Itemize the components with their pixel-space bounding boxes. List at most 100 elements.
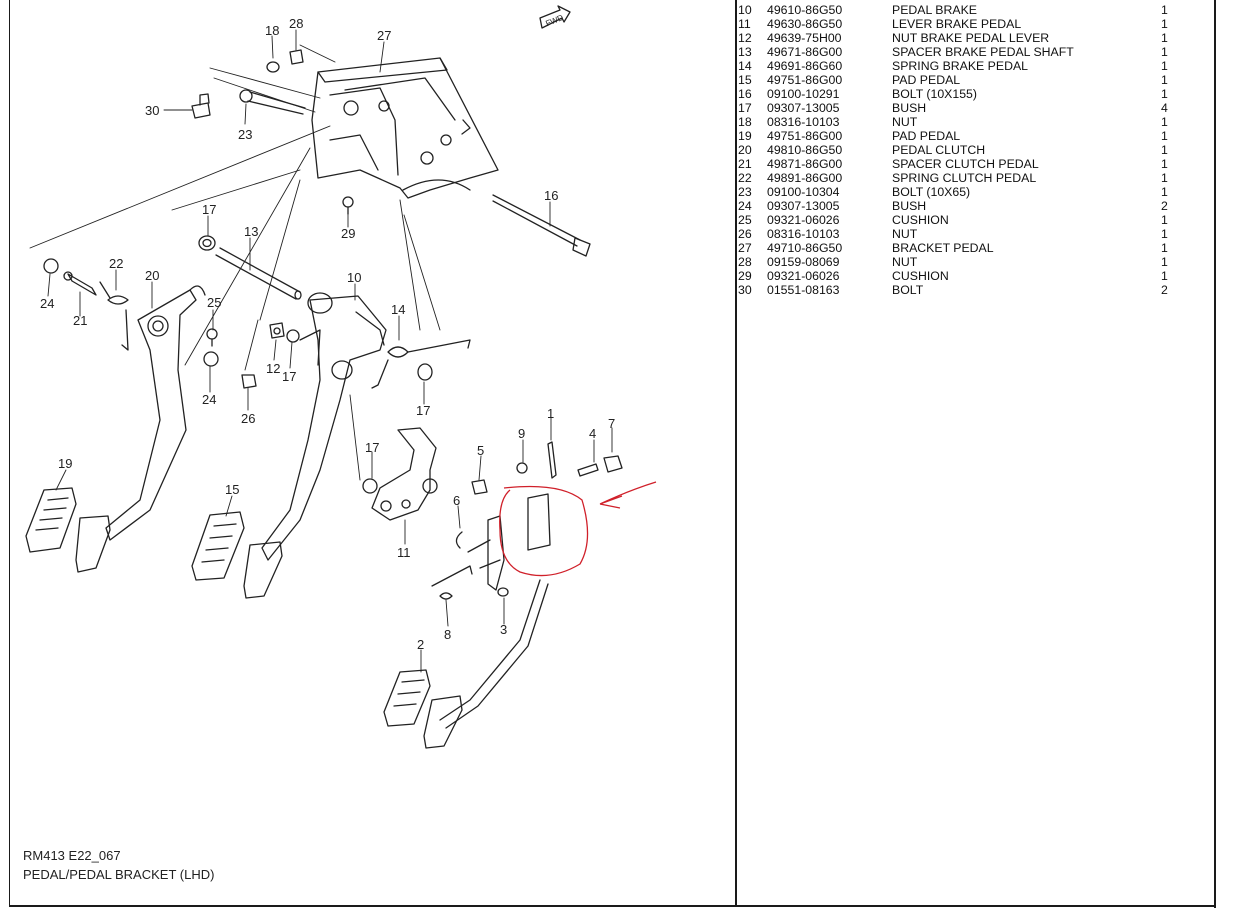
part-number-ref: 14 [738,59,752,73]
part-code: 01551-08163 [767,283,840,297]
diagram-title: PEDAL/PEDAL BRACKET (LHD) [23,867,215,882]
part-number-ref: 17 [738,101,752,115]
label-leader-lines [47,29,613,673]
part-5-nut [471,479,488,495]
part-code: 49891-86G00 [767,171,843,185]
diagram-label: 19 [58,456,72,471]
part-description: BOLT (10X65) [892,185,971,199]
part-code: 08316-10103 [767,115,840,129]
nut-12-part [269,322,285,339]
part-number-ref: 27 [738,241,752,255]
diagram-label: 3 [500,622,507,637]
part-description: NUT [892,115,918,129]
part-description: SPRING CLUTCH PEDAL [892,171,1037,185]
part-description: BUSH [892,101,927,115]
part-description: LEVER BRAKE PEDAL [892,17,1022,31]
column-divider [735,0,737,906]
diagram-labels: 18 28 27 30 23 16 17 29 13 22 20 10 14 2… [40,16,615,652]
part-description: SPRING BRAKE PEDAL [892,59,1028,73]
clutch-pedal-part [105,285,206,541]
bolt-23-part [239,89,306,115]
part-number-ref: 16 [738,87,752,101]
part-quantity: 1 [1161,157,1168,171]
part-description: NUT [892,255,918,269]
part-number-ref: 11 [738,17,751,31]
annotation-arrow-icon [599,481,657,509]
part-quantity: 1 [1161,115,1168,129]
diagram-label: 13 [244,224,258,239]
part-code: 49710-86G50 [767,241,843,255]
diagram-label: 20 [145,268,159,283]
left-border [9,0,10,906]
part-number-ref: 25 [738,213,752,227]
diagram-label: 10 [347,270,361,285]
part-quantity: 2 [1161,199,1168,213]
spring-22-part [99,281,129,351]
bottom-border [9,905,1216,907]
brake-pedal-part [261,292,387,561]
part-code: 09100-10291 [767,87,840,101]
part-number-ref: 12 [738,31,752,45]
diagram-code: RM413 E22_067 [23,848,121,863]
part-quantity: 1 [1161,241,1168,255]
part-description: PEDAL BRAKE [892,3,977,17]
part-quantity: 1 [1161,87,1168,101]
part-number-ref: 23 [738,185,752,199]
part-quantity: 1 [1161,3,1168,17]
brake-lever-part [371,427,438,521]
part-7-cushion [603,455,623,473]
part-quantity: 4 [1161,101,1168,115]
part-number-ref: 24 [738,199,752,213]
nut-28-part [289,49,304,65]
part-description: BRACKET PEDAL [892,241,994,255]
bracket-pedal-part [311,57,499,199]
part-code: 09321-06026 [767,269,840,283]
part-description: BOLT (10X155) [892,87,977,101]
part-quantity: 1 [1161,59,1168,73]
part-description: CUSHION [892,213,949,227]
spring-8-part [431,565,473,600]
diagram-label: 17 [416,403,430,418]
diagram-label: 17 [282,369,296,384]
nut-26-part [241,374,257,389]
diagram-label: 4 [589,426,596,441]
part-number-ref: 19 [738,129,752,143]
part-quantity: 1 [1161,45,1168,59]
part-description: SPACER BRAKE PEDAL SHAFT [892,45,1074,59]
part-quantity: 1 [1161,185,1168,199]
part-code: 09321-06026 [767,213,840,227]
part-number-ref: 26 [738,227,752,241]
diagram-label: 21 [73,313,87,328]
bush-17d-part [362,478,378,494]
diagram-label: 24 [202,392,216,407]
diagram-label: 27 [377,28,391,43]
part-quantity: 1 [1161,31,1168,45]
diagram-label: 14 [391,302,405,317]
part-description: SPACER CLUTCH PEDAL [892,157,1039,171]
spring-14-part [371,339,471,389]
part-code: 49691-86G60 [767,59,843,73]
diagram-label: 6 [453,493,460,508]
diagram-label: 24 [40,296,54,311]
diagram-label: 22 [109,256,123,271]
diagram-label: 11 [397,545,411,560]
part-quantity: 1 [1161,129,1168,143]
diagram-label: 15 [225,482,239,497]
diagram-label: 30 [145,103,159,118]
part-number-ref: 21 [738,157,752,171]
part-description: PAD PEDAL [892,129,961,143]
spacer-13-part [215,247,302,300]
part-description: PAD PEDAL [892,73,961,87]
bush-17b-part [286,329,300,343]
part-quantity: 1 [1161,17,1168,31]
part-code: 49639-75H00 [767,31,842,45]
pad-pedal-2-part [383,669,463,749]
pad-pedal-15-part [191,511,283,599]
part-3 [497,587,509,597]
part-quantity: 1 [1161,255,1168,269]
part-code: 09159-08069 [767,255,840,269]
bush-24-part [43,258,59,274]
diagram-label: 17 [202,202,216,217]
bolt-16-part [492,194,591,257]
